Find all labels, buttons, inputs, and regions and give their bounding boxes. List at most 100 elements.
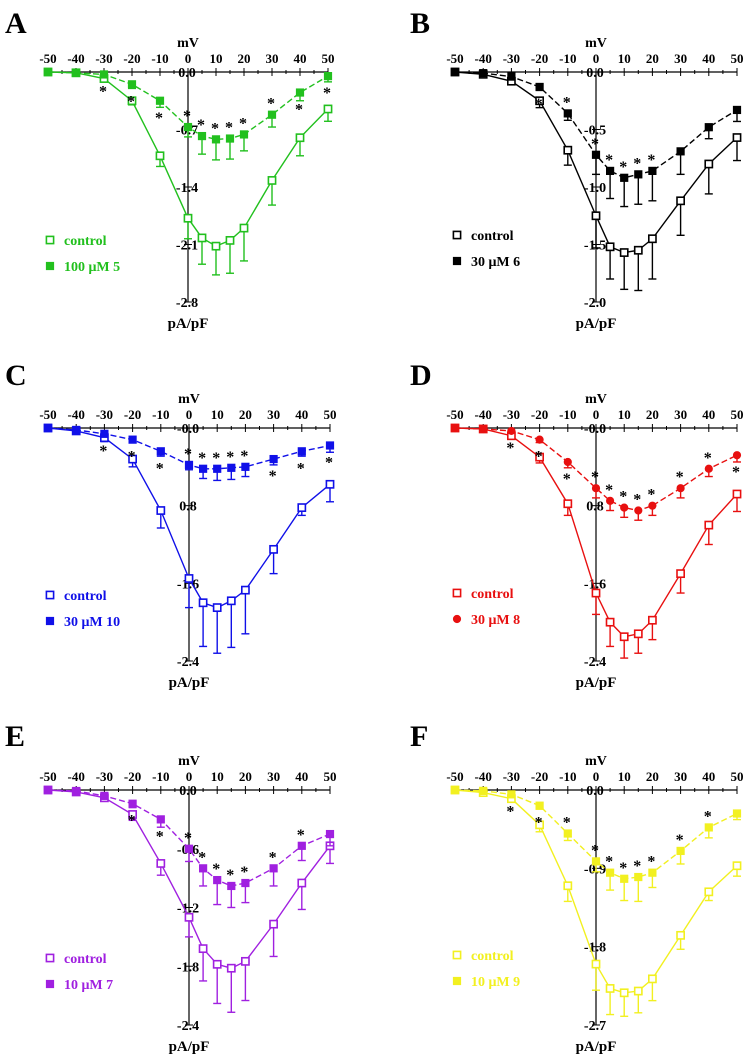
- x-tick-label: -40: [67, 51, 84, 66]
- data-point: [295, 88, 305, 97]
- y-tick-label: 0.0: [179, 784, 197, 799]
- y-tick-label: -0.5: [584, 124, 606, 139]
- y-tick-label: -2.4: [584, 655, 606, 670]
- data-point: [212, 959, 222, 969]
- data-point: [732, 861, 742, 871]
- legend-label: 10 μM 9: [471, 975, 520, 990]
- significance-asterisk: *: [676, 469, 684, 486]
- data-point: [563, 109, 572, 118]
- x-tick-label: 10: [211, 769, 224, 784]
- significance-asterisk: *: [633, 155, 641, 172]
- data-point: [127, 80, 137, 89]
- data-point: [704, 887, 714, 897]
- significance-asterisk: *: [619, 489, 627, 506]
- x-axis-title: mV: [177, 36, 199, 51]
- significance-asterisk: *: [297, 827, 305, 844]
- data-point: [605, 984, 615, 993]
- data-point: [633, 629, 643, 639]
- data-point: [269, 919, 278, 929]
- data-point: [647, 974, 657, 984]
- data-point: [227, 463, 236, 472]
- x-tick-label: 50: [731, 51, 744, 66]
- data-point: [704, 123, 713, 132]
- x-axis-title: mV: [178, 392, 200, 407]
- x-tick-label: -30: [503, 407, 520, 422]
- x-axis-title: mV: [585, 754, 607, 769]
- x-tick-label: 50: [731, 769, 744, 784]
- x-tick-label: 40: [295, 407, 308, 422]
- data-point: [295, 133, 305, 143]
- data-point: [591, 150, 601, 159]
- x-tick-label: 10: [210, 51, 223, 66]
- data-point: [563, 145, 573, 155]
- data-point: [156, 859, 166, 868]
- x-tick-label: -20: [531, 407, 548, 422]
- data-point: [450, 67, 460, 77]
- significance-asterisk: *: [127, 93, 135, 110]
- data-point: [184, 912, 194, 922]
- x-tick-label: -10: [559, 769, 576, 784]
- significance-asterisk: *: [297, 460, 305, 477]
- data-point: [156, 506, 166, 515]
- data-point: [184, 460, 194, 469]
- x-tick-label: -40: [68, 769, 85, 784]
- data-point: [591, 959, 601, 969]
- data-point: [100, 429, 109, 438]
- legend: control 10 μM 9: [452, 949, 520, 990]
- data-point: [507, 426, 516, 436]
- panel-label: C: [5, 359, 27, 392]
- data-point: [563, 499, 573, 509]
- significance-asterisk: *: [563, 471, 571, 488]
- y-tick-label: -2.4: [177, 655, 199, 670]
- significance-asterisk: *: [226, 867, 234, 884]
- data-point: [198, 944, 208, 954]
- data-point: [128, 810, 137, 819]
- data-point: [226, 596, 236, 606]
- x-tick-label: 10: [618, 407, 631, 422]
- x-tick-label: 20: [239, 769, 252, 784]
- panel-e: E-50-40-30-20-10010203040500.0-0.6-1.2-1…: [5, 720, 337, 1055]
- data-point: [563, 881, 573, 891]
- y-tick-label: -1.8: [584, 941, 606, 956]
- data-point: [99, 70, 109, 79]
- data-point: [184, 574, 194, 583]
- panel-label: F: [410, 720, 428, 753]
- significance-asterisk: *: [535, 449, 543, 466]
- x-tick-label: -20: [123, 51, 140, 66]
- x-tick-label: 30: [674, 769, 687, 784]
- data-point: [676, 484, 685, 493]
- significance-asterisk: *: [647, 152, 655, 169]
- significance-asterisk: *: [704, 808, 712, 825]
- data-point: [197, 131, 207, 141]
- x-axis-title: mV: [178, 754, 200, 769]
- data-point: [450, 423, 460, 433]
- data-point: [323, 104, 333, 114]
- y-tick-label: -2.1: [176, 239, 198, 254]
- y-tick-label: -2.8: [176, 296, 198, 311]
- data-point: [535, 82, 544, 92]
- x-tick-label: -20: [124, 407, 141, 422]
- data-point: [43, 785, 53, 795]
- legend-marker: [452, 230, 462, 240]
- x-tick-label: 20: [646, 407, 659, 422]
- data-point: [648, 501, 657, 510]
- data-point: [155, 96, 165, 105]
- data-point: [325, 479, 335, 489]
- x-tick-label: -10: [152, 769, 169, 784]
- data-point: [535, 820, 544, 830]
- data-point: [227, 881, 236, 891]
- series-control: [450, 423, 742, 659]
- data-point: [507, 790, 516, 799]
- legend-label: control: [471, 949, 514, 964]
- y-axis-title: pA/pF: [168, 316, 209, 332]
- data-point: [619, 632, 629, 642]
- x-tick-label: 10: [618, 51, 631, 66]
- significance-asterisk: *: [591, 469, 599, 486]
- significance-asterisk: *: [591, 842, 599, 859]
- significance-asterisk: *: [295, 102, 303, 119]
- significance-asterisk: *: [633, 858, 641, 875]
